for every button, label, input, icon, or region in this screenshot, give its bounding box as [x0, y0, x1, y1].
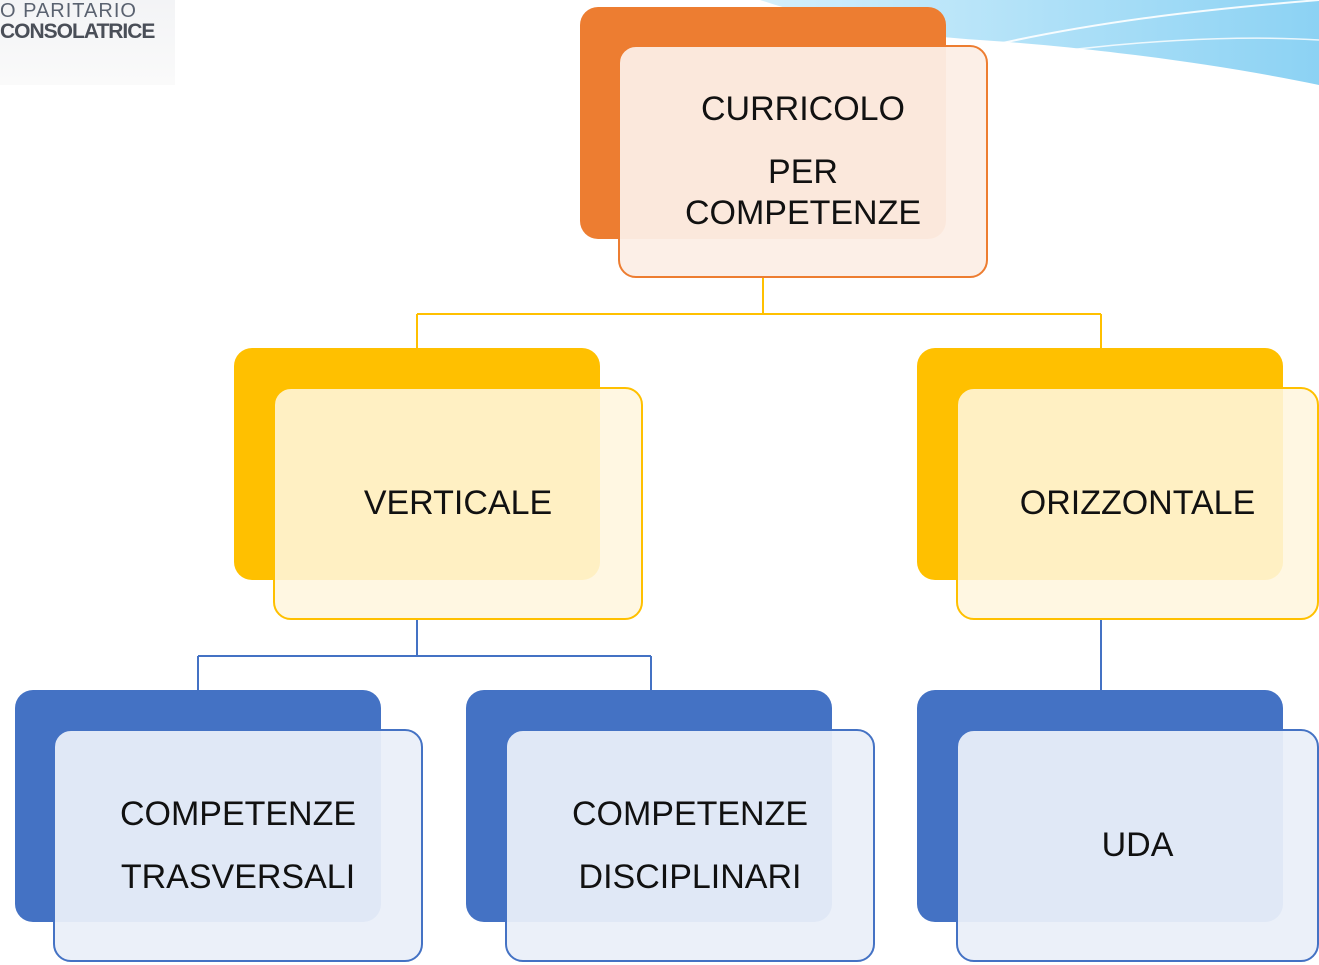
root-line-2: PER: [768, 153, 838, 192]
uda-label: UDA: [1101, 826, 1174, 865]
orizzontale-label: ORIZZONTALE: [1019, 484, 1256, 523]
verticale-node-box: VERTICALE: [273, 387, 643, 620]
disciplinari-line-2: DISCIPLINARI: [578, 857, 802, 896]
root-connectors: [416, 278, 1102, 348]
logo-line-1: O PARITARIO: [0, 0, 137, 22]
orizzontale-node-box: ORIZZONTALE: [956, 387, 1319, 620]
school-logo: O PARITARIO CONSOLATRICE: [0, 0, 175, 85]
disciplinari-line-1: COMPETENZE: [571, 794, 809, 833]
verticale-label: VERTICALE: [363, 484, 553, 523]
root-node-box: CURRICOLO PER COMPETENZE: [618, 45, 988, 278]
trasversali-line-1: COMPETENZE: [119, 794, 357, 833]
root-line-1: CURRICOLO: [700, 90, 906, 129]
logo-line-2: CONSOLATRICE: [0, 20, 155, 43]
disciplinari-node-box: COMPETENZE DISCIPLINARI: [505, 729, 875, 962]
branch-connectors: [197, 620, 1102, 690]
uda-node-box: UDA: [956, 729, 1319, 962]
root-line-3: COMPETENZE: [684, 193, 922, 232]
trasversali-node-box: COMPETENZE TRASVERSALI: [53, 729, 423, 962]
trasversali-line-2: TRASVERSALI: [120, 857, 356, 896]
